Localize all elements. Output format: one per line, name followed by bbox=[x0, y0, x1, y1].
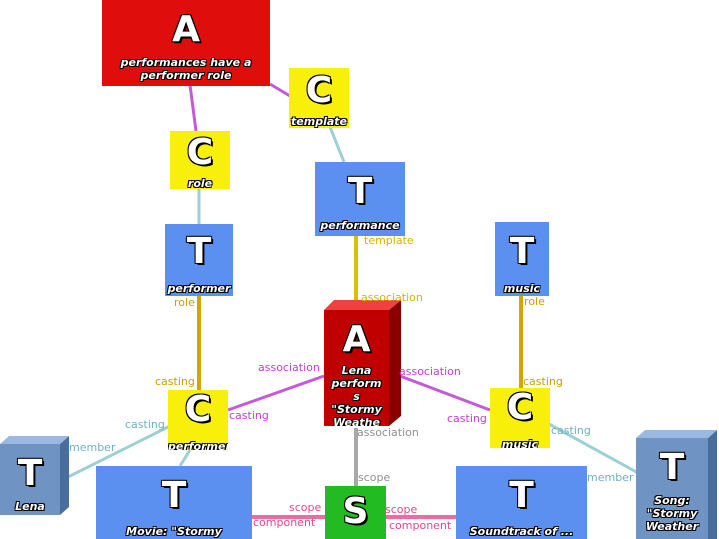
edge-label-association-bottom: association bbox=[357, 426, 419, 439]
node-letter: T bbox=[347, 171, 373, 212]
node-letter: C bbox=[184, 390, 212, 430]
node-caption: performances have a performer role bbox=[120, 56, 252, 82]
topic-node-soundtrack[interactable]: T Soundtrack of ... bbox=[456, 466, 587, 539]
edge-label-component-right: component bbox=[389, 519, 452, 532]
class-node-performer[interactable]: C performer bbox=[168, 390, 228, 450]
edge-a-center-to-c-music bbox=[399, 374, 491, 412]
topic-node-song-stormy-weather[interactable]: T Song: "Stormy Weather bbox=[636, 438, 708, 539]
node-caption: performer bbox=[167, 282, 231, 295]
node-letter: T bbox=[161, 475, 187, 516]
edge-label-member-left: member bbox=[69, 441, 116, 454]
node-letter: A bbox=[342, 319, 371, 360]
association-node-performances-have-a-performer-role[interactable]: A performances have a performer role bbox=[102, 0, 270, 86]
node-caption: music bbox=[503, 282, 541, 295]
edge-label-casting-right-far: casting bbox=[551, 424, 591, 437]
node-caption: template bbox=[291, 115, 347, 128]
class-node-role[interactable]: C role bbox=[170, 131, 230, 189]
edge-c-performer-to-t-lena bbox=[65, 424, 171, 480]
node-caption: Song: "Stormy Weather bbox=[645, 494, 699, 533]
t-song-3d-side bbox=[708, 430, 717, 539]
edge-c-performer-to-t-movie bbox=[178, 449, 192, 467]
edge-label-scope-right: scope bbox=[385, 503, 418, 516]
edge-label-scope-top: scope bbox=[358, 471, 391, 484]
node-caption: music bbox=[501, 438, 539, 448]
edge-label-scope-left: scope bbox=[289, 501, 322, 514]
edge-label-member-right: member bbox=[587, 471, 634, 484]
topic-node-music[interactable]: T music bbox=[495, 222, 549, 296]
edge-a-top-to-c-template bbox=[269, 82, 291, 98]
node-caption: Lena bbox=[15, 500, 45, 513]
edge-label-casting-left-mid: casting bbox=[229, 409, 269, 422]
node-letter: S bbox=[342, 491, 369, 532]
class-node-template[interactable]: C template bbox=[289, 68, 349, 128]
node-caption: Lena perform s "Stormy Weathe r" bbox=[331, 364, 382, 426]
edge-label-component-left: component bbox=[253, 516, 316, 529]
node-caption: performer bbox=[168, 440, 228, 450]
node-caption: performance bbox=[320, 219, 400, 232]
edge-label-role-left: role bbox=[174, 296, 195, 309]
node-letter: C bbox=[186, 132, 214, 173]
edge-c-music-to-t-song bbox=[548, 422, 641, 476]
edge-label-casting-left-far: casting bbox=[125, 418, 165, 431]
t-lena-3d-side bbox=[60, 436, 69, 515]
edge-label-casting-right-mid: casting bbox=[447, 412, 487, 425]
class-node-music[interactable]: C music bbox=[490, 388, 550, 448]
node-letter: T bbox=[186, 231, 212, 272]
edge-a-center-to-c-performer bbox=[227, 374, 325, 412]
edge-label-association-right: association bbox=[399, 365, 461, 378]
edge-label-casting-left-top: casting bbox=[155, 375, 195, 388]
t-song-3d-top bbox=[636, 430, 717, 438]
edge-label-template: template bbox=[364, 234, 414, 247]
association-node-lena-performs-stormy-weather[interactable]: A Lena perform s "Stormy Weathe r" bbox=[324, 310, 389, 426]
edge-c-template-to-t-performance bbox=[328, 126, 346, 163]
node-letter: C bbox=[305, 70, 333, 111]
edge-label-casting-right-top: casting bbox=[523, 375, 563, 388]
topic-node-performance[interactable]: T performance bbox=[315, 162, 405, 236]
a-center-3d-side bbox=[389, 300, 401, 426]
edge-label-association-left: association bbox=[258, 361, 320, 374]
node-letter: A bbox=[172, 9, 200, 50]
node-caption: Movie: "Stormy bbox=[126, 525, 222, 538]
node-letter: T bbox=[17, 453, 43, 494]
topic-node-performer[interactable]: T performer bbox=[165, 224, 233, 296]
node-letter: C bbox=[506, 388, 534, 428]
node-caption: role bbox=[187, 177, 213, 189]
edge-label-association-top: association bbox=[361, 291, 423, 304]
edge-a-top-to-c-role bbox=[188, 84, 198, 132]
topic-node-lena[interactable]: T Lena bbox=[0, 444, 60, 515]
topic-node-movie-stormy-weather[interactable]: T Movie: "Stormy bbox=[96, 466, 252, 539]
scope-node[interactable]: S bbox=[325, 486, 386, 539]
node-caption: Soundtrack of ... bbox=[469, 525, 574, 538]
t-lena-3d-top bbox=[0, 436, 69, 444]
node-letter: T bbox=[509, 231, 535, 272]
a-center-3d-top bbox=[324, 300, 401, 310]
node-letter: T bbox=[659, 447, 685, 488]
edge-label-role-right: role bbox=[524, 295, 545, 308]
node-letter: T bbox=[509, 475, 534, 516]
